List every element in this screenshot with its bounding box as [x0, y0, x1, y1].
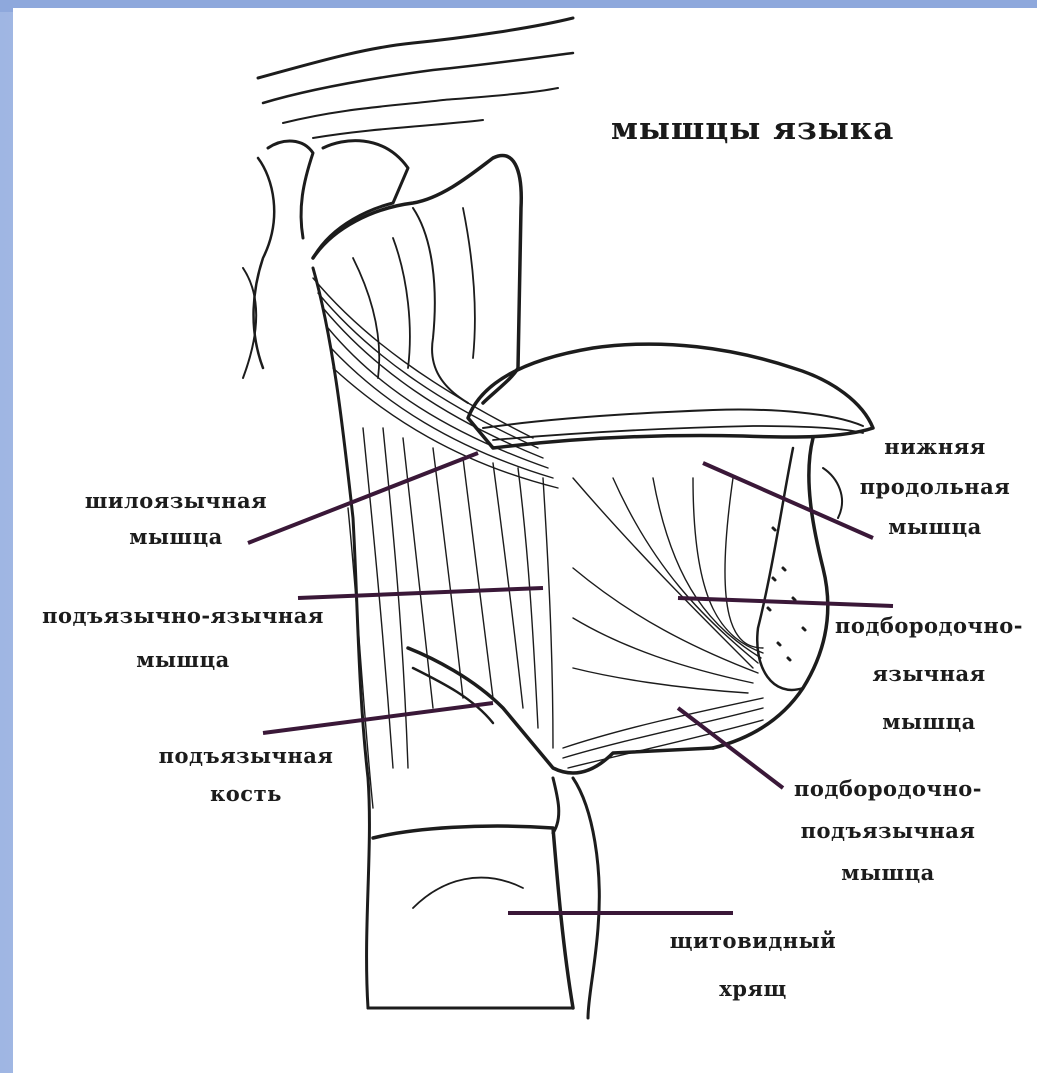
- label-hyoglossus-line-1: подъязычно-язычная: [13, 603, 353, 629]
- skull-base-outline: [258, 18, 573, 78]
- label-inferior-longitudinal-line-1: нижняя: [835, 434, 1035, 460]
- label-styloglossus: шилоязычная мышца: [61, 488, 291, 550]
- hyoglossus-fibers: [348, 428, 553, 808]
- label-styloglossus-line-1: шилоязычная: [61, 488, 291, 514]
- label-inferior-longitudinal: нижняя продольная мышца: [835, 434, 1035, 540]
- label-genioglossus: подбородочно- язычная мышца: [821, 613, 1037, 735]
- diagram-canvas: мышцы языка шилоязычная мышца подъязычно…: [13, 8, 1037, 1073]
- label-thyroid-cartilage-line-1: щитовидный: [643, 928, 863, 954]
- label-genioglossus-line-1: подбородочно-: [821, 613, 1037, 639]
- genioglossus-fibers: [573, 478, 763, 693]
- tongue-dorsum: [468, 344, 873, 448]
- label-hyoglossus-line-2: мышца: [13, 647, 353, 673]
- label-genioglossus-line-3: мышца: [821, 709, 1037, 735]
- label-hyoid-bone: подъязычная кость: [141, 743, 351, 807]
- label-hyoglossus: подъязычно-язычная мышца: [13, 603, 353, 673]
- label-hyoid-bone-line-2: кость: [141, 781, 351, 807]
- leader-line-hyoid: [263, 703, 493, 733]
- label-geniohyoid-line-1: подбородочно-: [768, 776, 1008, 802]
- geniohyoid-fibers: [563, 698, 763, 768]
- label-thyroid-cartilage: щитовидный хрящ: [643, 928, 863, 1002]
- label-inferior-longitudinal-line-2: продольная: [835, 474, 1035, 500]
- label-hyoid-bone-line-1: подъязычная: [141, 743, 351, 769]
- label-genioglossus-line-2: язычная: [821, 661, 1037, 687]
- label-styloglossus-line-2: мышца: [61, 524, 291, 550]
- label-thyroid-cartilage-line-2: хрящ: [643, 976, 863, 1002]
- diagram-title: мышцы языка: [611, 111, 894, 147]
- label-geniohyoid-line-3: мышца: [768, 860, 1008, 886]
- mandible-ramus: [313, 155, 521, 403]
- hyoid-bone: [408, 648, 713, 773]
- label-inferior-longitudinal-line-3: мышца: [835, 514, 1035, 540]
- label-geniohyoid-line-2: подъязычная: [768, 818, 1008, 844]
- thyroid-cartilage: [373, 826, 573, 1008]
- label-geniohyoid: подбородочно- подъязычная мышца: [768, 776, 1008, 886]
- mandible-chin: [713, 438, 828, 748]
